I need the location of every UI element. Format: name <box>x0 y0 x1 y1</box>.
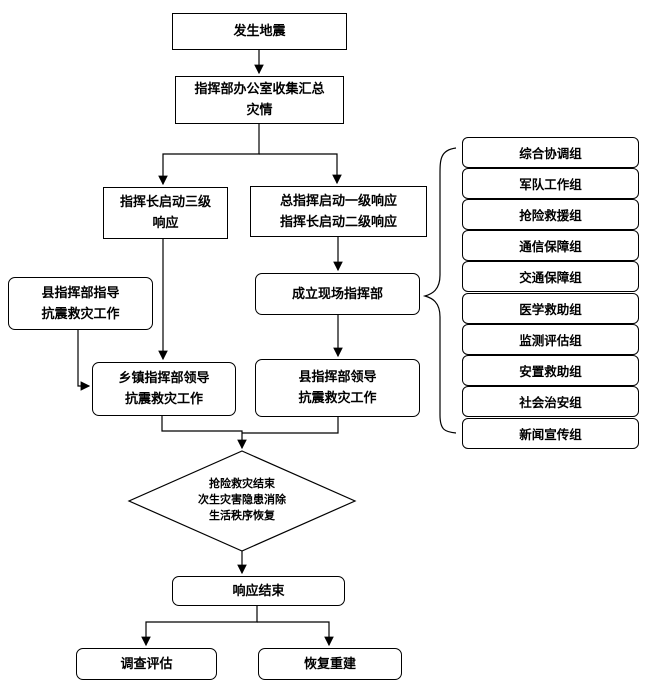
brace <box>422 147 457 434</box>
group-item: 医学救助组 <box>462 293 639 324</box>
node-collect: 指挥部办公室收集汇总 灾情 <box>175 76 344 124</box>
node-onsite: 成立现场指挥部 <box>255 273 420 315</box>
node-level3: 指挥长启动三级 响应 <box>103 187 228 239</box>
arrow <box>158 123 260 186</box>
group-item: 社会治安组 <box>462 386 639 417</box>
node-end: 响应结束 <box>172 576 345 606</box>
node-rebuild: 恢复重建 <box>258 648 402 680</box>
group-item: 安置救助组 <box>462 355 639 386</box>
decision-text: 抢险救灾结束 次生灾害隐患消除 生活秩序恢复 <box>198 477 286 522</box>
group-item: 抢险救援组 <box>462 199 639 230</box>
group-item: 监测评估组 <box>462 324 639 355</box>
node-county-guide: 县指挥部指导 抗震救灾工作 <box>8 277 153 330</box>
group-item: 交通保障组 <box>462 261 639 292</box>
node-town-lead: 乡镇指挥部领导 抗震救灾工作 <box>92 362 236 416</box>
group-item: 综合协调组 <box>462 137 639 168</box>
group-item: 军队工作组 <box>462 168 639 199</box>
node-county-lead: 县指挥部领导 抗震救灾工作 <box>255 359 420 417</box>
group-item: 通信保障组 <box>462 230 639 261</box>
node-investigate: 调查评估 <box>76 648 217 680</box>
node-earthquake: 发生地震 <box>172 13 347 50</box>
group-item: 新闻宣传组 <box>462 418 639 449</box>
node-level12: 总指挥启动一级响应 指挥长启动二级响应 <box>250 186 427 237</box>
